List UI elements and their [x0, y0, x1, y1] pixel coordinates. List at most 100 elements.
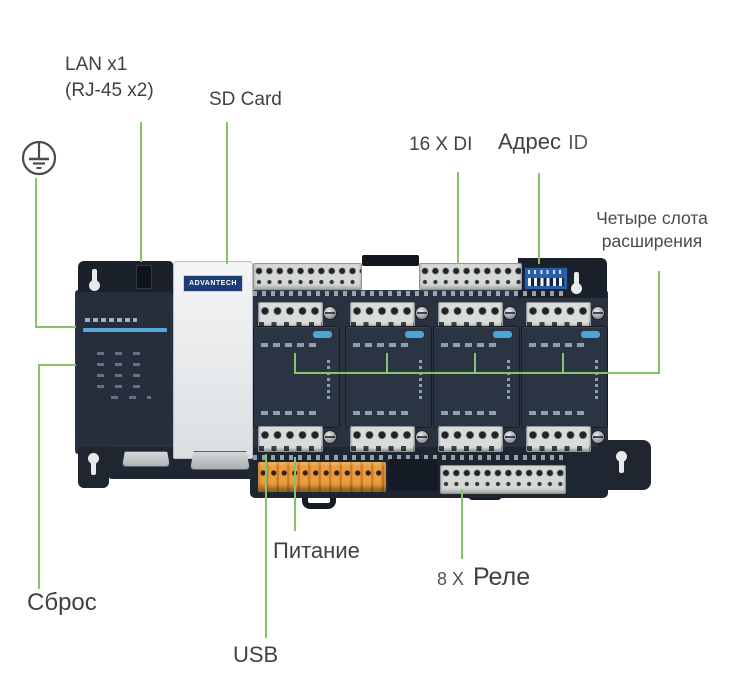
power-terminal-block — [258, 462, 386, 492]
screw-icon — [324, 307, 336, 319]
serial-port-connector — [190, 451, 250, 470]
module-terminal-block — [438, 302, 503, 328]
label-address-suffix: ID — [568, 132, 589, 154]
callout-line-power — [294, 457, 296, 531]
module-terminal-block — [350, 302, 415, 328]
terminal-number-row — [253, 291, 565, 296]
callout-line-slots-horizontal — [294, 372, 660, 374]
callout-line-address — [538, 173, 540, 264]
callout-stub-slot-4 — [562, 353, 564, 373]
lan-port — [136, 265, 152, 289]
led-label-row — [111, 396, 151, 399]
label-reset: Сброс — [27, 589, 97, 616]
callout-line-sd — [226, 122, 228, 264]
module-badge — [405, 331, 424, 338]
module-side-text — [419, 357, 422, 399]
expansion-module-3 — [433, 300, 520, 452]
module-terminal-block — [258, 302, 323, 328]
callout-line-relay — [461, 489, 463, 559]
callout-line-slots-vertical — [658, 271, 660, 374]
module-badge — [313, 331, 332, 338]
model-text-row — [85, 318, 137, 322]
expansion-module-2 — [345, 300, 432, 452]
label-usb: USB — [233, 642, 279, 667]
module-face — [521, 326, 608, 428]
led-label-row — [97, 385, 151, 388]
keyhole-mount-icon — [88, 265, 101, 291]
callout-stub-slot-1 — [294, 353, 296, 373]
sd-card-module: ADVANTECH — [173, 261, 253, 459]
screw-icon — [592, 307, 604, 319]
keyhole-mount-icon — [87, 453, 100, 479]
top-cover-bump — [362, 255, 419, 266]
callout-stub-slot-2 — [386, 353, 388, 373]
module-side-text — [507, 357, 510, 399]
module-label-row — [261, 343, 316, 347]
relay-terminal-block — [440, 465, 566, 494]
label-8x-relay: 8 X Реле — [437, 563, 530, 592]
protective-earth-ground-icon — [21, 140, 57, 176]
label-16x-di: 16 X DI — [409, 134, 473, 155]
module-terminal-block — [258, 426, 323, 452]
screw-icon — [324, 431, 336, 443]
label-expansion-line2: расширения — [601, 230, 703, 251]
terminal-number-row — [253, 455, 563, 460]
module-label-row — [441, 343, 496, 347]
module-label-row — [529, 343, 584, 347]
advantech-logo-badge: ADVANTECH — [183, 275, 243, 292]
module-badge — [581, 331, 600, 338]
screw-icon — [504, 431, 516, 443]
module-label-row — [353, 343, 408, 347]
module-side-text — [327, 357, 330, 399]
label-relay-prefix: 8 X — [437, 569, 465, 589]
screw-icon — [592, 431, 604, 443]
module-label-row — [441, 411, 496, 415]
callout-line-di — [457, 172, 459, 264]
callout-line-usb — [265, 454, 267, 638]
address-dip-switch — [524, 267, 568, 290]
module-face — [253, 326, 340, 428]
label-lan: LAN x1 (RJ-45 x2) — [65, 52, 154, 104]
lan-module — [78, 261, 173, 294]
label-address-word: Адрес — [498, 129, 561, 154]
label-address-id: Адрес ID — [498, 129, 588, 155]
callout-line-ground-horizontal — [35, 326, 76, 328]
led-label-row — [97, 352, 151, 355]
callout-line-ground-vertical — [35, 178, 37, 328]
expansion-module-1 — [253, 300, 340, 452]
serial-port-connector — [122, 451, 170, 467]
callout-line-reset-horizontal — [38, 364, 76, 366]
label-relay-word: Реле — [472, 563, 531, 591]
label-lan-line2: (RJ-45 x2) — [65, 80, 154, 101]
bottom-cover-module — [388, 459, 438, 491]
callout-line-lan — [140, 122, 142, 262]
mounting-tab — [598, 440, 651, 490]
module-side-text — [595, 357, 598, 399]
cpu-front-panel — [77, 292, 171, 444]
module-label-row — [353, 411, 408, 415]
status-stripe — [83, 328, 167, 332]
keyhole-mount-icon — [570, 268, 583, 294]
module-terminal-block — [526, 302, 591, 328]
led-label-row — [97, 374, 151, 377]
label-lan-line1: LAN x1 — [65, 54, 128, 75]
led-label-row — [97, 363, 151, 366]
screw-icon — [416, 307, 428, 319]
module-label-row — [529, 411, 584, 415]
label-power: Питание — [273, 538, 360, 563]
di-terminal-strip — [253, 263, 362, 290]
module-label-row — [261, 411, 316, 415]
label-sd-card: SD Card — [209, 89, 282, 110]
module-terminal-block — [438, 426, 503, 452]
mounting-tab — [78, 446, 109, 488]
keyhole-mount-icon — [615, 451, 628, 477]
callout-line-reset-vertical — [38, 364, 40, 589]
di-terminal-strip — [419, 263, 522, 290]
label-expansion-line1: Четыре слота — [596, 208, 708, 228]
expansion-module-4 — [521, 300, 608, 452]
module-face — [345, 326, 432, 428]
screw-icon — [416, 431, 428, 443]
module-badge — [493, 331, 512, 338]
module-face — [433, 326, 520, 428]
